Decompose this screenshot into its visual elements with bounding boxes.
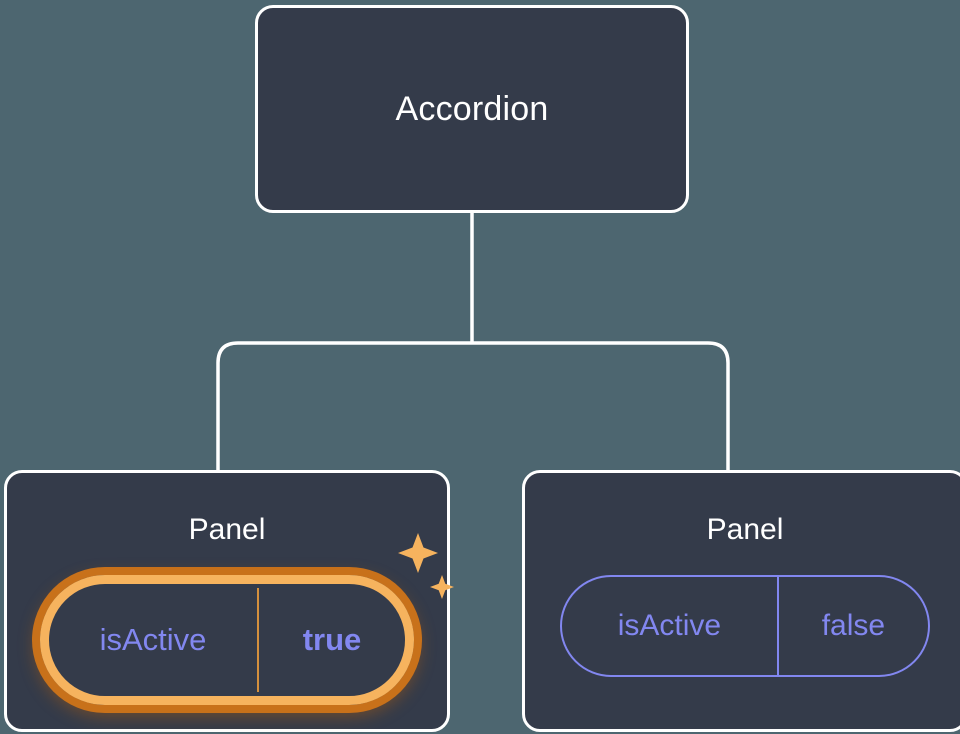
node-panel-left[interactable]: Panel isActive true xyxy=(4,470,454,732)
prop-value: true xyxy=(302,622,362,657)
prop-pill-wrapper-right: isActive false xyxy=(560,575,930,677)
connector-branch-bar xyxy=(216,341,730,470)
node-accordion[interactable]: Accordion xyxy=(255,5,689,213)
node-title: Panel xyxy=(706,513,784,546)
prop-key: isActive xyxy=(617,609,722,642)
prop-divider xyxy=(257,588,259,692)
node-panel-right[interactable]: Panel isActive false xyxy=(522,470,960,732)
prop-pill-highlighted[interactable]: isActive true xyxy=(40,575,414,705)
node-title: Accordion xyxy=(395,90,549,128)
prop-key: isActive xyxy=(99,622,207,657)
prop-pill[interactable]: isActive false xyxy=(560,575,930,677)
sparkle-group xyxy=(398,533,454,599)
prop-value: false xyxy=(821,609,886,642)
sparkle-icon xyxy=(398,533,438,573)
sparkle-icon xyxy=(430,575,454,599)
node-title: Panel xyxy=(188,513,266,546)
prop-pill-wrapper-left: isActive true xyxy=(40,533,454,705)
prop-divider xyxy=(776,577,779,675)
